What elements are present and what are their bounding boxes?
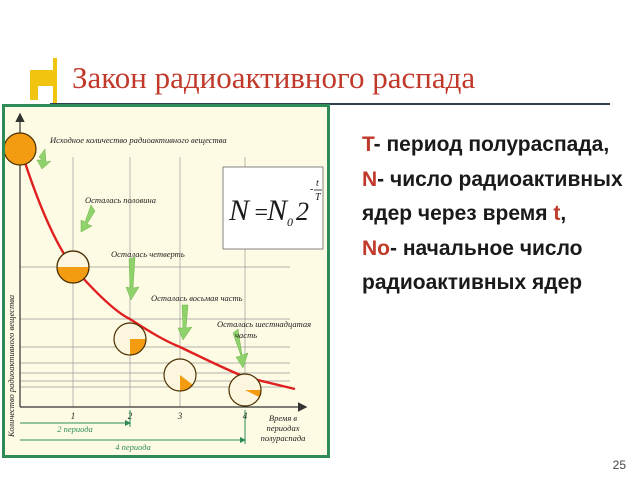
sample-half xyxy=(56,250,90,284)
formula-exp-den: T xyxy=(315,192,322,203)
x-tick-3: 3 xyxy=(177,411,183,421)
caption-quarter: Осталась четверть xyxy=(111,249,185,259)
definition-N-text: - число радиоактивных ядер через время xyxy=(362,167,623,226)
symbol-t: t xyxy=(553,202,561,225)
caption-initial: Исходное количество радиоактивного вещес… xyxy=(49,135,227,145)
definition-T: T- период полураспада, xyxy=(362,128,632,163)
x-axis-label-line2: периодах xyxy=(267,423,300,433)
decay-diagram: Исходное количество радиоактивного вещес… xyxy=(5,112,324,452)
title-underline xyxy=(50,103,610,105)
decay-figure: Исходное количество радиоактивного вещес… xyxy=(2,104,330,458)
definition-N-tail: , xyxy=(560,202,567,225)
x-axis-label-line1: Время в xyxy=(269,413,298,423)
formula-eq: = xyxy=(253,200,269,226)
arrows xyxy=(36,148,249,369)
definition-No-text: - начальное число радиоактивных ядер xyxy=(362,236,583,295)
x-axis-label-line3: полураспада xyxy=(261,433,306,443)
symbol-No: No xyxy=(362,236,390,260)
span-four-periods: 4 периода xyxy=(20,410,246,452)
formula-lhs: N xyxy=(228,194,251,227)
caption-eighth: Осталась восьмая часть xyxy=(151,293,243,303)
caption-sixteenth-line1: Осталась шестнадцатая xyxy=(217,319,311,329)
svg-text:2 периода: 2 периода xyxy=(57,424,93,434)
formula-base-two: 2 xyxy=(296,197,309,226)
decor-white-square xyxy=(38,84,56,106)
decay-curve xyxy=(18,146,296,391)
formula-n0: N xyxy=(266,194,289,227)
slide-number: 25 xyxy=(612,458,626,472)
svg-text:4 периода: 4 периода xyxy=(115,442,151,452)
sample-sixteenth xyxy=(228,373,262,407)
symbol-N: N xyxy=(362,167,378,191)
definitions-list: T- период полураспада, N- число радиоакт… xyxy=(362,128,632,301)
definition-N: N- число радиоактивных ядер через время … xyxy=(362,163,632,232)
sample-circles xyxy=(5,132,262,407)
page-title: Закон радиоактивного распада xyxy=(72,60,476,95)
decay-formula: N = N 0 2 - t T xyxy=(222,166,324,250)
definition-No: No- начальное число радиоактивных ядер xyxy=(362,232,632,301)
formula-n0-sub: 0 xyxy=(287,215,293,229)
x-tick-1: 1 xyxy=(71,411,76,421)
definition-T-text: - период полураспада, xyxy=(373,133,610,156)
caption-half: Осталась половина xyxy=(85,195,156,205)
sample-quarter xyxy=(113,322,147,356)
caption-sixteenth-line2: часть xyxy=(235,330,257,340)
span-two-periods: 2 периода xyxy=(20,410,131,434)
y-axis-label: Количество радиоактивного вещества xyxy=(6,295,16,438)
decor-title-bar xyxy=(53,58,57,104)
sample-full xyxy=(5,132,37,166)
formula-exp-num: t xyxy=(316,178,319,189)
formula-exp-sign: - xyxy=(310,184,313,195)
sample-eighth xyxy=(163,358,197,392)
symbol-T: T xyxy=(362,133,374,156)
